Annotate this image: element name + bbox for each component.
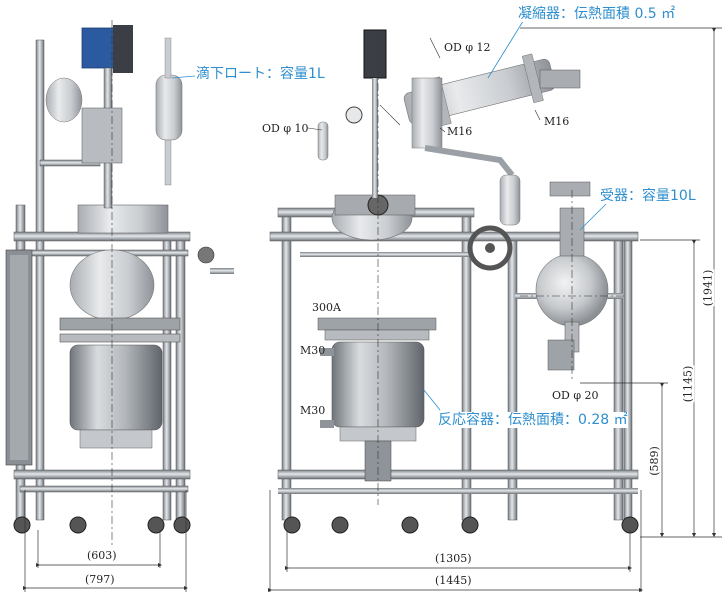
rv-flange-top (317, 317, 437, 331)
funnel-stem (164, 139, 172, 186)
label-od12: OD φ 12 (444, 41, 491, 54)
upper-bar (13, 231, 191, 242)
condenser-fittings (539, 69, 581, 89)
dim-1445: (1445) (434, 574, 473, 587)
sight-tube (317, 121, 329, 161)
dim-797: (797) (84, 573, 116, 586)
rv-lower-bar-2 (278, 488, 638, 494)
rv-upper-bar (269, 231, 639, 242)
nozzle-m30-b (320, 420, 334, 428)
rv-flange-bottom (324, 329, 430, 341)
leader-lines (171, 17, 611, 411)
vapor-pipe (424, 145, 515, 177)
fittings-cluster (81, 107, 123, 164)
top-flask-head (77, 204, 169, 234)
label-od10: OD φ 10 (262, 122, 309, 135)
label-m16-a: M16 (447, 125, 473, 138)
dim-603: (603) (86, 549, 118, 562)
vessel-bottom (79, 429, 153, 449)
receiver-fittings (549, 181, 591, 197)
label-m30-b: M30 (300, 404, 326, 417)
dim-1145: (1145) (681, 365, 695, 403)
nozzle-m30-a (320, 348, 334, 356)
label-m30-a: M30 (300, 344, 326, 357)
distill-column (411, 77, 443, 149)
left-post-tall (35, 39, 45, 521)
dim-1305: (1305) (434, 552, 473, 565)
motor-box (113, 25, 133, 73)
right-view (269, 29, 639, 534)
flange-bottom (59, 333, 181, 343)
callout-receiver: 受器：容量10L (600, 188, 696, 204)
rv-motor (363, 29, 387, 79)
rv-lower-bar (277, 469, 639, 480)
callout-dropping-funnel: 滴下ロート：容量1L (196, 66, 325, 82)
funnel-neck (164, 37, 172, 79)
pressure-gauge (345, 106, 363, 124)
label-m16-b: M16 (544, 115, 570, 128)
handwheel-hub (485, 243, 495, 253)
callout-condenser: 凝縮器：伝熱面積 0.5 ㎡ (518, 6, 676, 22)
handwheel-lever (210, 268, 234, 274)
left-view (5, 20, 234, 545)
handwheel-left (197, 246, 215, 264)
right-casters (283, 516, 639, 534)
label-od20: OD φ 20 (552, 389, 599, 402)
flange-top (59, 317, 181, 331)
handwheel-right (467, 225, 513, 271)
side-panel-face (10, 255, 28, 460)
small-leaders (307, 37, 541, 133)
rv-shaft (372, 78, 378, 198)
lower-bar (13, 469, 191, 480)
receiver-neck (559, 207, 585, 257)
lower-bar-2 (19, 485, 189, 493)
callout-reaction-vessel: 反応容器：伝熱面積：0.28 ㎡ (438, 412, 628, 428)
dropping-funnel (155, 74, 183, 141)
reaction-vessel-left (69, 344, 163, 431)
dim-589: (589) (647, 446, 661, 476)
small-flask (45, 77, 83, 123)
sample-tube (499, 174, 521, 226)
dim-1941: (1941) (701, 269, 715, 307)
rv-upper-bar-2 (300, 252, 470, 257)
receiver-valve (547, 339, 575, 371)
label-300a: 300A (312, 301, 341, 314)
